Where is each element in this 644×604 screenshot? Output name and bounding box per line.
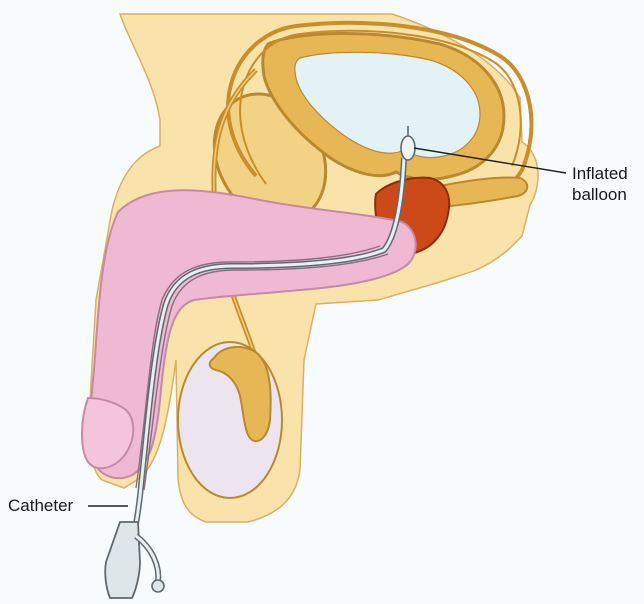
catheter-connector (105, 522, 140, 598)
inflated-balloon-label-line1: Inflated (572, 163, 628, 184)
inflated-balloon-label: Inflated balloon (572, 163, 628, 205)
catheter-label: Catheter (8, 495, 73, 516)
inflated-balloon-label-line2: balloon (572, 184, 628, 205)
inflated-balloon (401, 136, 415, 160)
catheter-valve (152, 580, 164, 592)
